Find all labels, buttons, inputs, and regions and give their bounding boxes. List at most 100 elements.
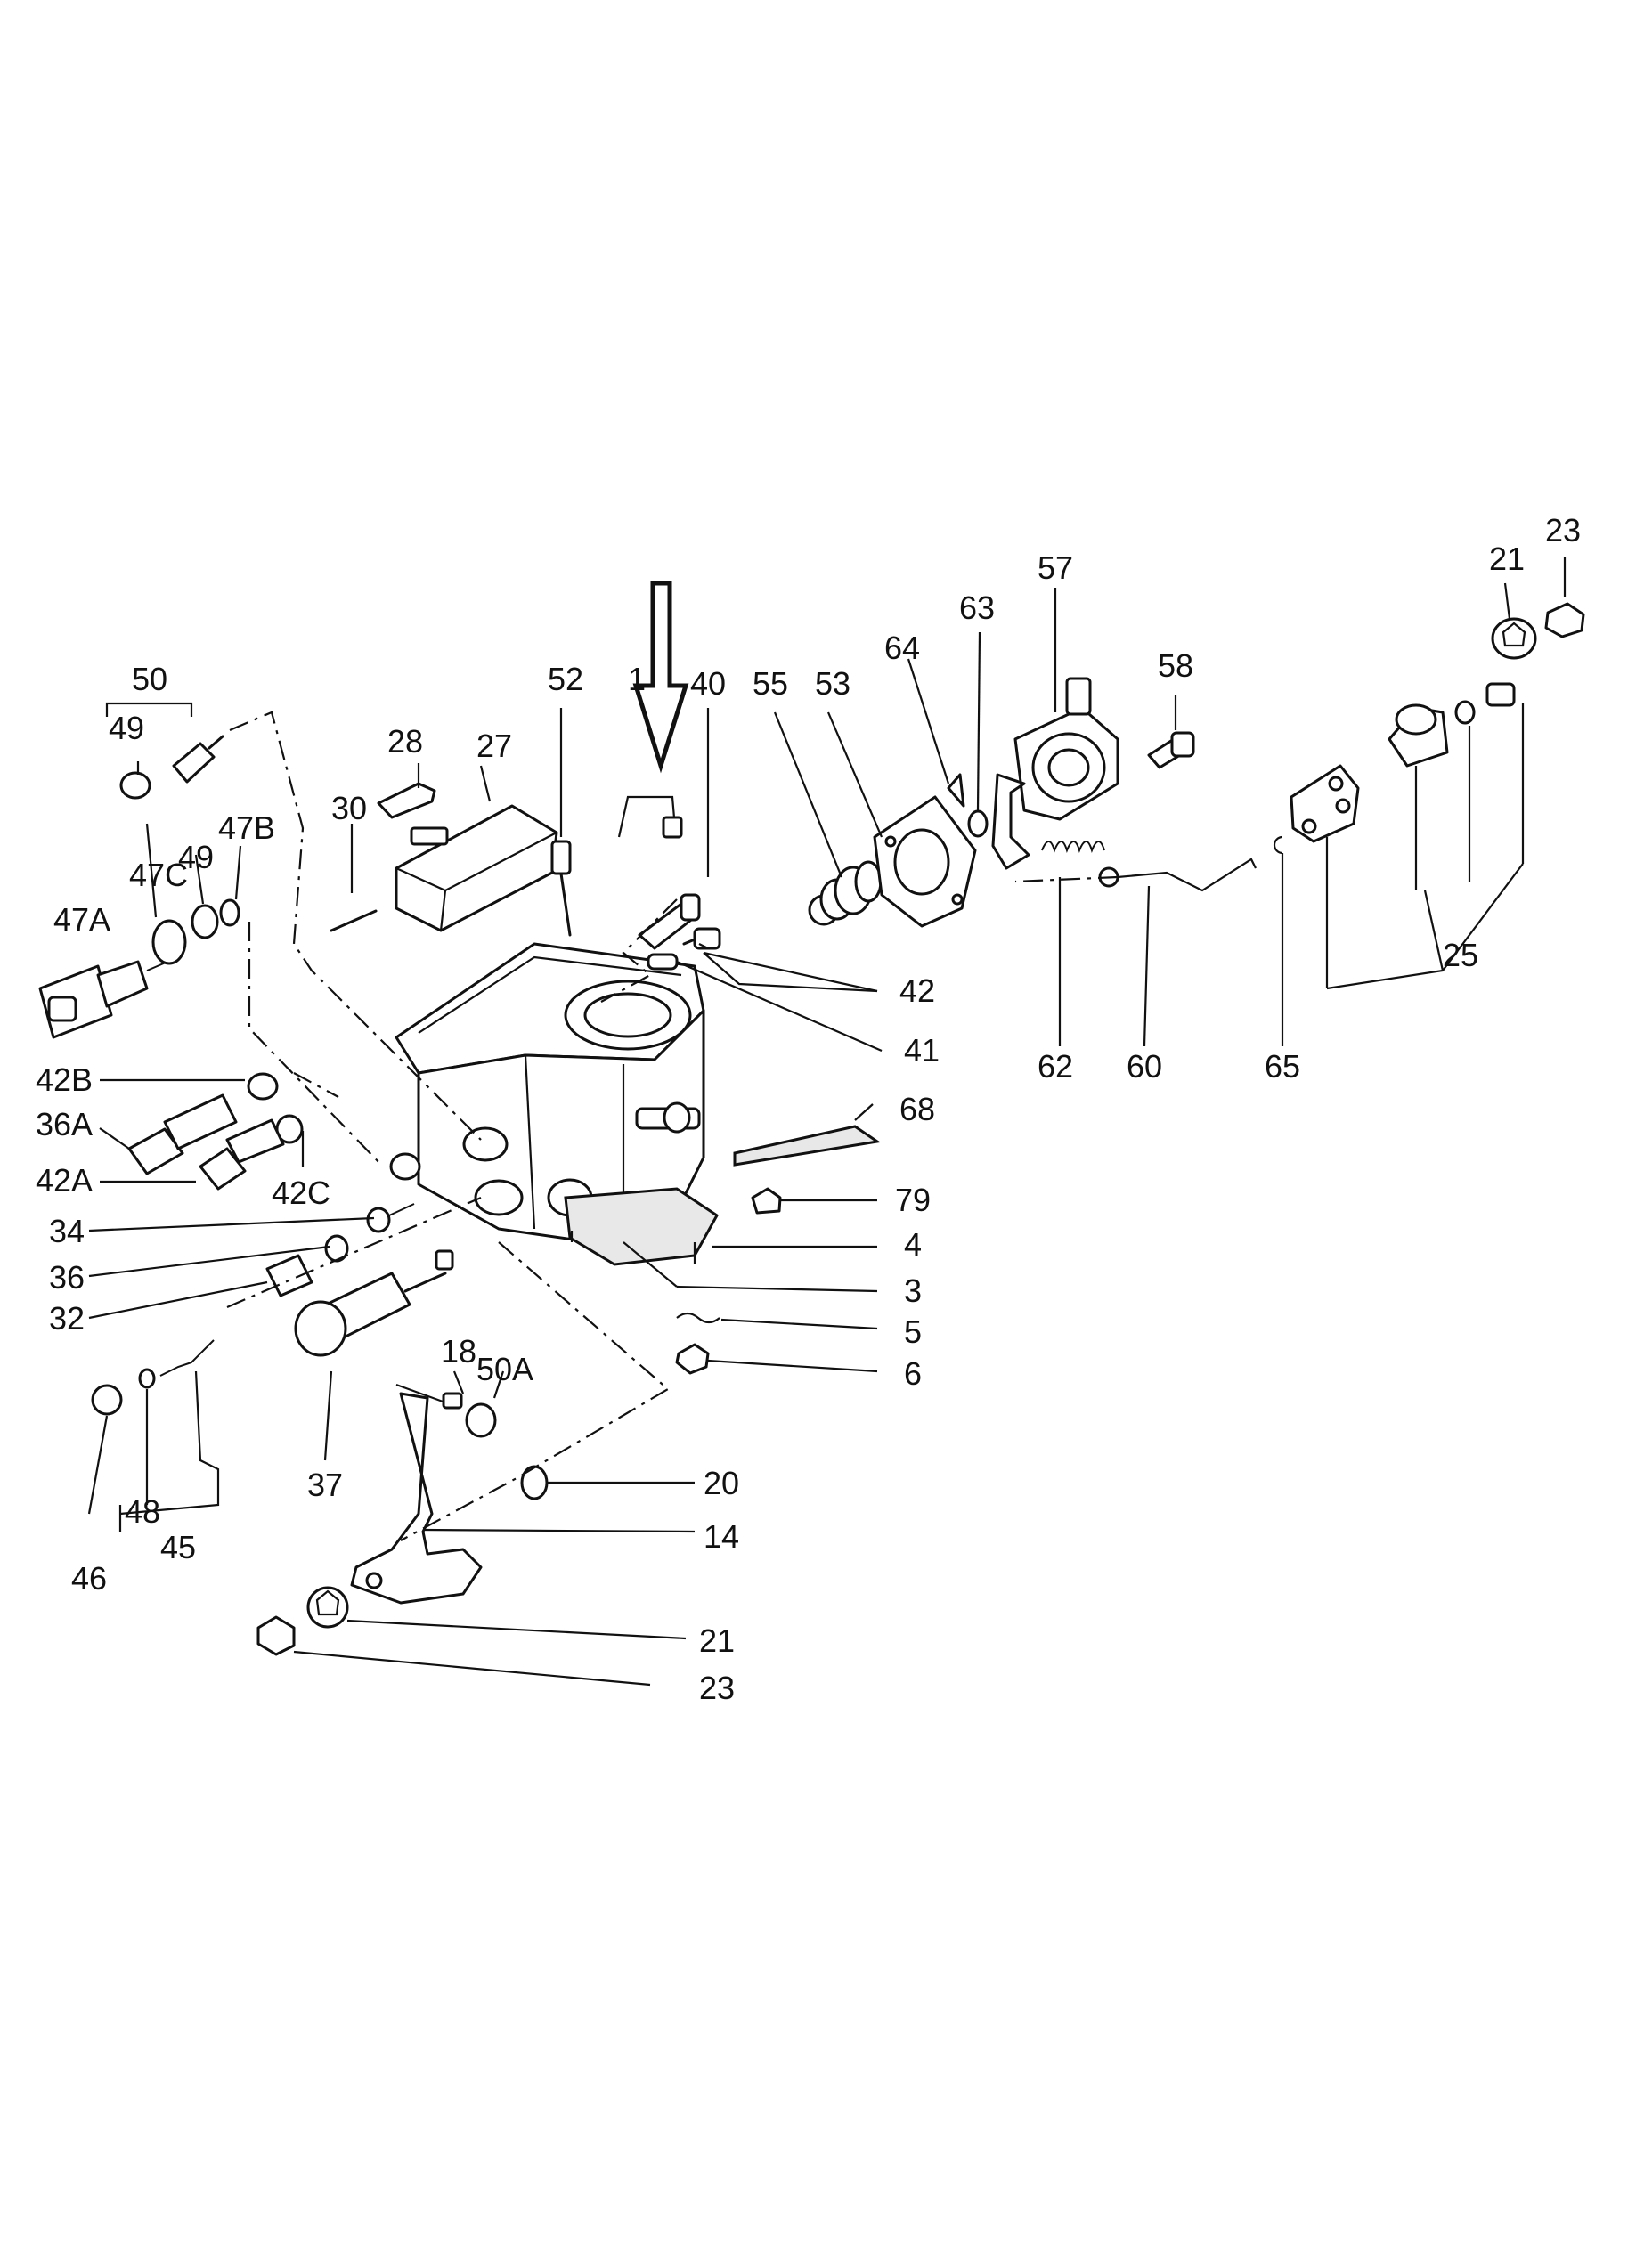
label-36: 36 bbox=[49, 1259, 85, 1296]
washer-63 bbox=[967, 809, 989, 838]
label-53: 53 bbox=[815, 665, 850, 702]
cable-tie bbox=[676, 1312, 720, 1324]
label-60: 60 bbox=[1127, 1048, 1162, 1085]
label-64: 64 bbox=[884, 630, 920, 666]
label-41: 41 bbox=[904, 1032, 940, 1069]
label-42B: 42B bbox=[36, 1061, 93, 1098]
idle-jet bbox=[550, 840, 572, 937]
washer-25 bbox=[1454, 700, 1476, 725]
label-20: 20 bbox=[704, 1465, 739, 1501]
label-52: 52 bbox=[548, 661, 583, 697]
spring-62 bbox=[1041, 841, 1105, 854]
assembly-dash-lines bbox=[226, 711, 1119, 1541]
label-45: 45 bbox=[160, 1529, 196, 1565]
label-5: 5 bbox=[904, 1313, 922, 1350]
star-washer-top bbox=[1491, 617, 1537, 660]
float-chamber-cover bbox=[395, 804, 558, 932]
label-48: 48 bbox=[125, 1493, 160, 1530]
label-46: 46 bbox=[71, 1560, 107, 1597]
small-jet bbox=[647, 953, 679, 971]
label-37: 37 bbox=[307, 1467, 343, 1503]
o-ring-49b bbox=[191, 904, 219, 939]
label-27: 27 bbox=[476, 728, 512, 764]
label-28: 28 bbox=[387, 723, 423, 760]
leader-lines bbox=[87, 557, 1567, 1687]
throttle-lever bbox=[350, 1392, 483, 1605]
part-labels: 50 49 28 27 30 52 1 40 55 53 64 63 57 58… bbox=[36, 512, 1581, 1706]
direction-arrow bbox=[632, 581, 689, 774]
nut-bottom bbox=[256, 1615, 296, 1656]
label-68: 68 bbox=[899, 1091, 935, 1127]
screw-25 bbox=[1485, 682, 1516, 707]
nut-top bbox=[1544, 602, 1585, 638]
label-4: 4 bbox=[904, 1226, 922, 1263]
tube-fitting bbox=[662, 816, 683, 839]
label-49: 49 bbox=[109, 710, 144, 746]
label-34: 34 bbox=[49, 1213, 85, 1249]
needle-valve bbox=[91, 1339, 215, 1416]
label-36A: 36A bbox=[36, 1106, 93, 1142]
label-47B: 47B bbox=[218, 809, 275, 846]
vacuum-hose bbox=[733, 1125, 881, 1167]
cotter-pin bbox=[947, 773, 965, 808]
washer-42B bbox=[247, 1072, 279, 1101]
label-42C: 42C bbox=[272, 1175, 330, 1211]
plug-42A bbox=[199, 1118, 285, 1191]
o-ring-20 bbox=[520, 1465, 549, 1500]
label-55: 55 bbox=[753, 665, 788, 702]
label-40: 40 bbox=[690, 665, 726, 702]
label-1: 1 bbox=[628, 661, 646, 697]
star-washer-bottom bbox=[306, 1586, 349, 1629]
plug-32 bbox=[265, 1254, 313, 1297]
label-18: 18 bbox=[441, 1333, 476, 1370]
valve-47A bbox=[38, 956, 179, 1039]
label-25: 25 bbox=[1443, 937, 1478, 973]
label-65: 65 bbox=[1265, 1048, 1300, 1085]
label-42: 42 bbox=[899, 972, 935, 1009]
o-ring-49 bbox=[119, 771, 151, 800]
cutoff-solenoid bbox=[294, 1249, 454, 1357]
screw-34 bbox=[366, 1203, 415, 1233]
choke-rod bbox=[1117, 858, 1257, 892]
label-30: 30 bbox=[331, 790, 367, 826]
label-50A: 50A bbox=[476, 1351, 533, 1387]
label-21-bottom: 21 bbox=[699, 1622, 735, 1659]
seal-47B bbox=[219, 898, 240, 927]
plug-36A bbox=[127, 1093, 238, 1175]
label-62: 62 bbox=[1038, 1048, 1073, 1085]
enrichment-tube bbox=[617, 795, 677, 838]
label-47C: 47C bbox=[129, 857, 188, 893]
label-63: 63 bbox=[959, 589, 995, 626]
label-32: 32 bbox=[49, 1300, 85, 1337]
washer-47C bbox=[151, 919, 187, 965]
label-57: 57 bbox=[1038, 549, 1073, 586]
label-42A: 42A bbox=[36, 1162, 93, 1199]
cover-cap bbox=[1388, 703, 1449, 768]
label-49-mid: 49 bbox=[178, 839, 214, 875]
cap-50A bbox=[465, 1402, 497, 1438]
label-3: 3 bbox=[904, 1272, 922, 1309]
label-21-top: 21 bbox=[1489, 541, 1525, 577]
clip bbox=[377, 782, 436, 819]
label-23-top: 23 bbox=[1545, 512, 1581, 549]
nut-6 bbox=[675, 1343, 710, 1375]
air-correction-jet bbox=[638, 893, 701, 950]
gasket bbox=[873, 795, 977, 928]
screw-18 bbox=[395, 1384, 463, 1410]
label-47A: 47A bbox=[53, 901, 110, 938]
mounting-bracket bbox=[1290, 764, 1360, 843]
label-58: 58 bbox=[1158, 647, 1193, 684]
choke-housing bbox=[991, 677, 1119, 870]
label-79: 79 bbox=[895, 1182, 931, 1218]
screw-58 bbox=[1147, 731, 1195, 769]
label-6: 6 bbox=[904, 1355, 922, 1392]
mixture-screw bbox=[172, 735, 224, 784]
diaphragm-spring bbox=[808, 860, 883, 926]
clip-65 bbox=[1273, 835, 1283, 855]
pin bbox=[330, 909, 378, 932]
label-14: 14 bbox=[704, 1518, 739, 1555]
plug bbox=[751, 1187, 782, 1215]
label-50: 50 bbox=[132, 661, 167, 697]
label-23-bottom: 23 bbox=[699, 1670, 735, 1706]
